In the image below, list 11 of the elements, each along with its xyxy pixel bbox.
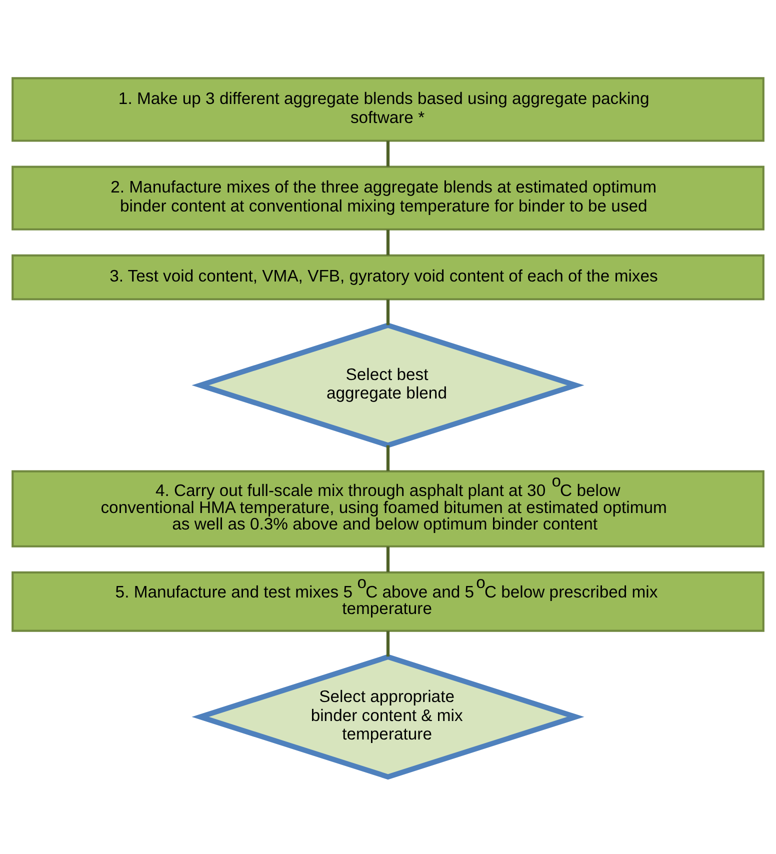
node-box: 1. Make up 3 different aggregate blends based using aggregate packing software * <box>12 76 764 142</box>
connector <box>386 444 390 471</box>
node-box: 3. Test void content, VMA, VFB, gyratory void content of each of the mixes <box>12 254 764 300</box>
connector <box>386 546 390 572</box>
node-diamond: Select appropriate binder content & mix temperature <box>192 654 584 780</box>
node-box: 2. Manufacture mixes of the three aggregate blends at estimated optimum binder content at conventional mixing temperature for binder to be used <box>12 165 764 230</box>
connector <box>386 140 390 166</box>
node-diamond: Select best aggregate blend <box>192 322 584 448</box>
connector <box>386 630 390 656</box>
connector <box>386 229 390 255</box>
connector <box>386 298 390 325</box>
